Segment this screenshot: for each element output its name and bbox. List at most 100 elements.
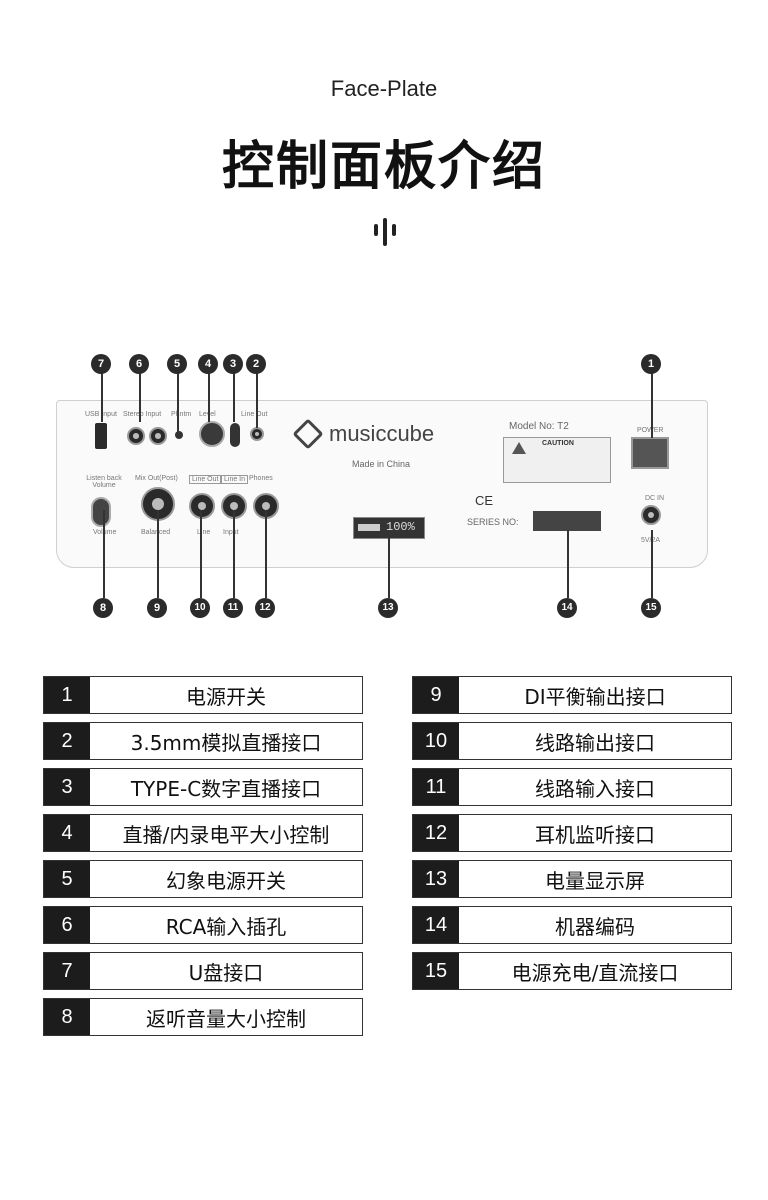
- leader-line-6: [139, 372, 141, 422]
- brand-name: musiccube: [329, 421, 435, 446]
- legend-number: 12: [413, 815, 459, 851]
- caution-label-box: CAUTION: [503, 437, 611, 483]
- battery-bar-icon: [358, 524, 380, 531]
- legend-item: 6 RCA输入插孔: [43, 906, 363, 944]
- leader-line-15: [651, 530, 653, 598]
- musiccube-logo-icon: [292, 418, 324, 450]
- leader-line-9: [157, 510, 159, 598]
- serial-plate: [533, 511, 601, 531]
- phones-label: Phones: [249, 475, 273, 482]
- legend-text: 线路输出接口: [535, 730, 655, 755]
- callout-1: 1: [641, 354, 661, 374]
- dc-in-label: DC IN: [645, 495, 665, 502]
- leader-line-4: [208, 372, 210, 422]
- ce-mark: CE: [475, 493, 494, 508]
- caution-text: CAUTION: [542, 440, 574, 447]
- legend-text: U盘接口: [188, 960, 264, 985]
- decorative-divider-icon: [372, 218, 398, 246]
- legend-text: 电量显示屏: [545, 868, 645, 893]
- level-knob-icon: [199, 421, 225, 447]
- legend-text: 直播/内录电平大小控制: [122, 822, 330, 847]
- rca-right-jack: [149, 427, 167, 445]
- legend-number: 1: [44, 677, 90, 713]
- legend-text: RCA输入插孔: [165, 914, 287, 939]
- legend-text: 机器编码: [555, 914, 635, 939]
- line-out-jack: [189, 493, 215, 519]
- leader-line-1: [651, 372, 653, 438]
- xlr-combo-jack: [141, 487, 175, 521]
- legend-text: DI平衡输出接口: [524, 684, 666, 709]
- legend-item: 1 电源开关: [43, 676, 363, 714]
- series-number-label: SERIES NO:: [467, 517, 519, 527]
- device-face-plate: USB Input Stereo Input Phntm Level Line …: [56, 400, 708, 568]
- callout-2: 2: [246, 354, 266, 374]
- model-number: Model No: T2: [509, 421, 569, 432]
- legend-number: 11: [413, 769, 459, 805]
- leader-line-11: [233, 510, 235, 598]
- leader-line-12: [265, 510, 267, 598]
- mix-out-label: Mix Out(Post): [135, 475, 178, 482]
- leader-line-5: [177, 372, 179, 432]
- leader-line-10: [200, 510, 202, 598]
- callout-12: 12: [255, 598, 275, 618]
- page-title: 控制面板介绍: [221, 137, 546, 197]
- phantom-label: Phntm: [171, 411, 192, 418]
- legend-item: 11 线路输入接口: [412, 768, 732, 806]
- callout-8: 8: [93, 598, 113, 618]
- usb-input-label: USB Input: [85, 411, 117, 418]
- legend-text: 线路输入接口: [535, 776, 655, 801]
- leader-line-2: [256, 372, 258, 428]
- balanced-label: Balanced: [141, 529, 171, 536]
- dc-spec-label: 5V/2A: [641, 537, 660, 544]
- level-label: Level: [199, 411, 216, 418]
- legend-number: 14: [413, 907, 459, 943]
- dc-in-jack: [641, 505, 661, 525]
- legend-text: 返听音量大小控制: [146, 1006, 306, 1031]
- warning-icon: [512, 442, 526, 454]
- analog-out-jack: [250, 427, 264, 441]
- leader-line-8: [103, 510, 105, 598]
- line-out-box-label: Line Out: [189, 475, 222, 484]
- legend-item: 13 电量显示屏: [412, 860, 732, 898]
- callout-14: 14: [557, 598, 577, 618]
- leader-line-13: [388, 536, 390, 598]
- legend-text: 3.5mm模拟直播接口: [130, 730, 322, 755]
- line-label: Line: [197, 529, 211, 536]
- battery-percent: 100%: [386, 520, 415, 534]
- legend-item: 15 电源充电/直流接口: [412, 952, 732, 990]
- legend-text: 耳机监听接口: [535, 822, 655, 847]
- legend-number: 3: [44, 769, 90, 805]
- rca-left-jack: [127, 427, 145, 445]
- legend-number: 2: [44, 723, 90, 759]
- callout-9: 9: [147, 598, 167, 618]
- power-label: POWER: [637, 427, 663, 434]
- legend-number: 13: [413, 861, 459, 897]
- phantom-switch-icon: [175, 431, 183, 439]
- line-out-top-label: Line Out: [241, 411, 268, 418]
- legend-text: 电源开关: [186, 684, 266, 709]
- legend-item: 12 耳机监听接口: [412, 814, 732, 852]
- stereo-input-label: Stereo Input: [123, 411, 162, 418]
- legend-number: 10: [413, 723, 459, 759]
- callout-13: 13: [378, 598, 398, 618]
- leader-line-3: [233, 372, 235, 422]
- page-subtitle: Face-Plate: [330, 76, 438, 101]
- callout-4: 4: [198, 354, 218, 374]
- input-label: Input: [223, 529, 239, 536]
- callout-15: 15: [641, 598, 661, 618]
- callout-10: 10: [190, 598, 210, 618]
- legend-text: 电源充电/直流接口: [511, 960, 679, 985]
- callout-3: 3: [223, 354, 243, 374]
- volume-knob-icon: [91, 497, 111, 527]
- type-c-port-icon: [230, 423, 240, 447]
- legend-text: 幻象电源开关: [166, 868, 286, 893]
- made-in-label: Made in China: [352, 459, 411, 469]
- legend-number: 6: [44, 907, 90, 943]
- legend-number: 15: [413, 953, 459, 989]
